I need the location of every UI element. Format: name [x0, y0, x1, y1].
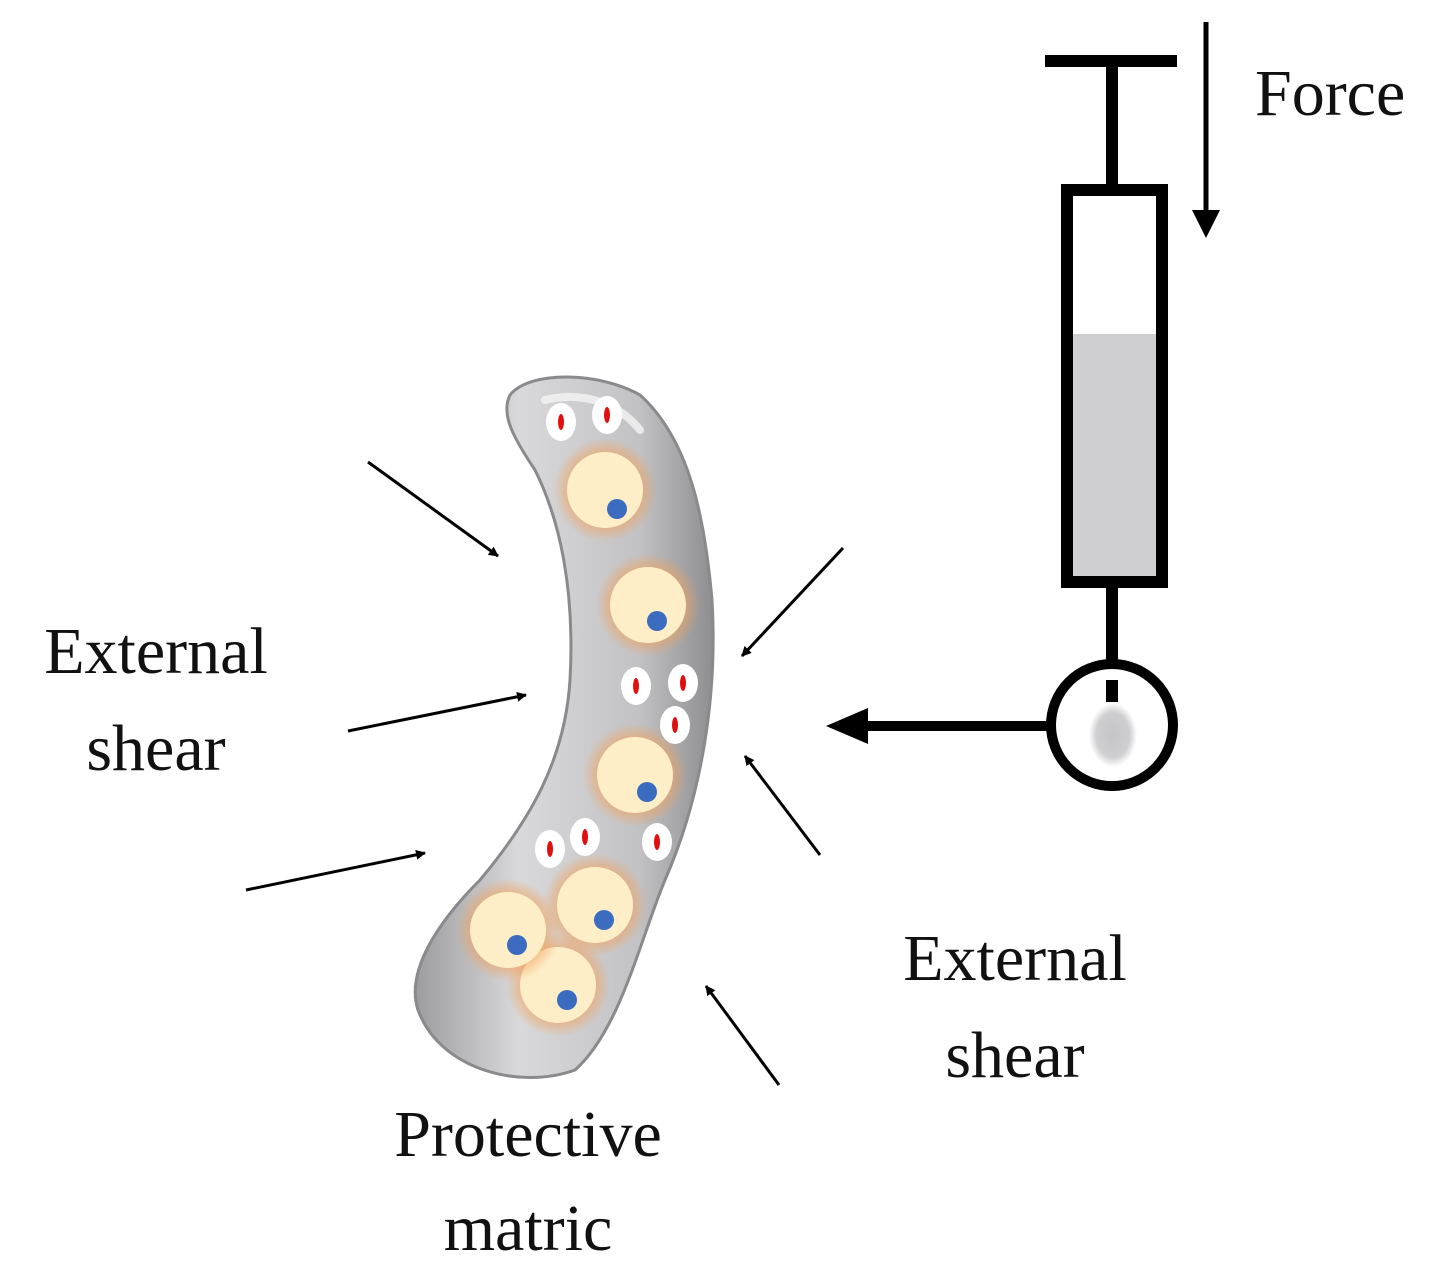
red-blood-cell-icon: [535, 830, 565, 868]
cell-icon: [506, 933, 610, 1037]
red-blood-cell-icon: [570, 818, 600, 856]
cell-icon: [583, 723, 687, 827]
matrix-label-line1: Protective: [394, 1098, 662, 1171]
cell-group: [456, 438, 700, 1037]
shear-arrow: [367, 460, 499, 558]
shear-arrow: [347, 691, 527, 733]
shear-arrow: [704, 985, 781, 1086]
syringe-icon: [1045, 55, 1178, 791]
cell-icon: [596, 553, 700, 657]
shear-right-label-line2: shear: [945, 1019, 1084, 1092]
cell-icon: [456, 878, 560, 982]
shear-arrow: [245, 849, 426, 892]
shear-arrow: [743, 755, 822, 856]
force-arrow: [1192, 22, 1220, 238]
shear-arrows-right: [704, 546, 845, 1086]
shear-arrows-left: [245, 460, 527, 892]
bioink-fill: [1073, 334, 1156, 579]
red-blood-cell-icon: [546, 403, 576, 441]
red-blood-cell-icon: [642, 823, 672, 861]
shear-left-label-line2: shear: [86, 712, 225, 785]
extrusion-arrow: [826, 708, 1048, 744]
red-blood-cell-icon: [592, 396, 622, 434]
bioink-droplet: [1089, 703, 1137, 767]
cell-icon: [553, 438, 657, 542]
particle-group: [535, 396, 698, 868]
force-label: Force: [1255, 57, 1405, 130]
shear-right-label-line1: External: [903, 922, 1127, 995]
cell-icon: [543, 853, 647, 957]
shear-left-label-line1: External: [44, 615, 268, 688]
red-blood-cell-icon: [668, 664, 698, 702]
red-blood-cell-icon: [660, 706, 690, 744]
shear-arrow: [740, 546, 845, 658]
matrix-label-line2: matric: [444, 1192, 613, 1265]
red-blood-cell-icon: [621, 667, 651, 705]
